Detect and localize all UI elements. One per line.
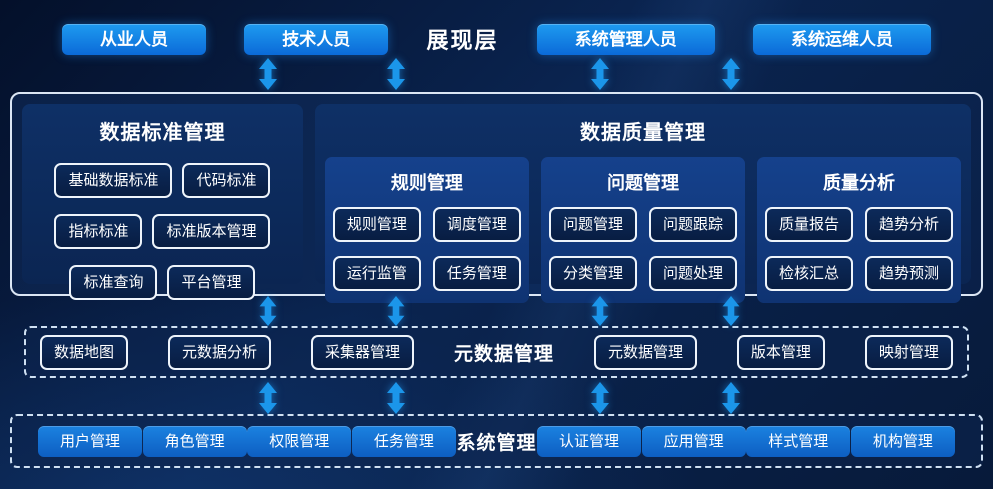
issue-management-group: 问题管理 问题管理 问题跟踪 分类管理 问题处理 bbox=[540, 157, 745, 303]
role-button-system-ops: 系统运维人员 bbox=[752, 23, 931, 55]
data-standards-title: 数据标准管理 bbox=[99, 122, 226, 144]
metadata-item: 映射管理 bbox=[864, 334, 953, 370]
system-item: 认证管理 bbox=[537, 425, 642, 457]
rule-management-group: 规则管理 规则管理 调度管理 运行监管 任务管理 bbox=[324, 157, 529, 303]
double-arrow-icon bbox=[386, 382, 406, 419]
issue-management-title: 问题管理 bbox=[606, 173, 679, 193]
double-arrow-icon bbox=[721, 382, 741, 419]
metadata-layer-title: 元数据管理 bbox=[453, 343, 554, 365]
data-quality-groups: 规则管理 规则管理 调度管理 运行监管 任务管理 问题管理 问题管理 问题跟踪 … bbox=[315, 157, 971, 315]
system-item: 样式管理 bbox=[746, 425, 851, 457]
quality-item: 问题管理 bbox=[548, 207, 637, 242]
standards-item: 标准查询 bbox=[69, 265, 158, 300]
quality-item: 问题处理 bbox=[648, 256, 737, 291]
double-arrow-icon bbox=[386, 58, 406, 95]
standards-item: 平台管理 bbox=[167, 265, 256, 300]
quality-item: 调度管理 bbox=[432, 207, 521, 242]
metadata-item: 数据地图 bbox=[40, 334, 129, 370]
quality-item: 质量报告 bbox=[764, 207, 853, 242]
rule-management-title: 规则管理 bbox=[390, 173, 463, 193]
metadata-item: 元数据分析 bbox=[167, 334, 271, 370]
double-arrow-icon bbox=[721, 58, 741, 95]
quality-analysis-group: 质量分析 质量报告 趋势分析 检核汇总 趋势预测 bbox=[756, 157, 961, 303]
standards-item: 代码标准 bbox=[182, 163, 271, 198]
system-item: 权限管理 bbox=[247, 425, 352, 457]
data-quality-title: 数据质量管理 bbox=[579, 122, 706, 144]
system-item: 任务管理 bbox=[351, 425, 456, 457]
presentation-layer-row: 从业人员 技术人员 展现层 系统管理人员 系统运维人员 bbox=[0, 22, 993, 56]
role-button-system-admins: 系统管理人员 bbox=[536, 23, 715, 55]
metadata-layer-row: 数据地图 元数据分析 采集器管理 元数据管理 元数据管理 版本管理 映射管理 bbox=[24, 326, 969, 378]
quality-item: 规则管理 bbox=[332, 207, 421, 242]
quality-item: 分类管理 bbox=[548, 256, 637, 291]
standards-item: 指标标准 bbox=[54, 214, 143, 249]
metadata-item: 版本管理 bbox=[736, 334, 825, 370]
application-layer-panel: 数据标准管理 基础数据标准 代码标准 指标标准 标准版本管理 标准查询 平台管理… bbox=[10, 92, 983, 303]
role-button-technicians: 技术人员 bbox=[244, 23, 389, 55]
quality-item: 运行监管 bbox=[332, 256, 421, 291]
double-arrow-icon bbox=[590, 58, 610, 95]
standards-item: 基础数据标准 bbox=[54, 163, 173, 198]
quality-item: 问题跟踪 bbox=[648, 207, 737, 242]
issue-management-items: 问题管理 问题跟踪 分类管理 问题处理 bbox=[548, 207, 737, 291]
quality-item: 检核汇总 bbox=[764, 256, 853, 291]
role-button-practitioners: 从业人员 bbox=[62, 23, 206, 55]
quality-analysis-title: 质量分析 bbox=[822, 173, 895, 193]
double-arrow-icon bbox=[258, 296, 278, 331]
metadata-item: 元数据管理 bbox=[593, 334, 697, 370]
system-item: 角色管理 bbox=[142, 425, 247, 457]
standards-item: 标准版本管理 bbox=[152, 214, 271, 249]
system-item: 用户管理 bbox=[38, 425, 143, 457]
quality-analysis-items: 质量报告 趋势分析 检核汇总 趋势预测 bbox=[764, 207, 953, 291]
data-standards-items: 基础数据标准 代码标准 指标标准 标准版本管理 标准查询 平台管理 bbox=[22, 157, 303, 300]
system-item: 应用管理 bbox=[641, 425, 746, 457]
data-standards-section: 数据标准管理 基础数据标准 代码标准 指标标准 标准版本管理 标准查询 平台管理 bbox=[22, 104, 303, 300]
arrow-row-top bbox=[0, 56, 993, 92]
double-arrow-icon bbox=[258, 382, 278, 419]
arrow-row-bottom bbox=[0, 378, 993, 414]
quality-item: 趋势分析 bbox=[864, 207, 953, 242]
presentation-layer-title: 展现层 bbox=[426, 28, 499, 53]
double-arrow-icon bbox=[386, 296, 406, 331]
rule-management-items: 规则管理 调度管理 运行监管 任务管理 bbox=[332, 207, 521, 291]
system-item: 机构管理 bbox=[850, 425, 955, 457]
double-arrow-icon bbox=[721, 296, 741, 331]
quality-item: 趋势预测 bbox=[864, 256, 953, 291]
double-arrow-icon bbox=[590, 296, 610, 331]
system-layer-title: 系统管理 bbox=[456, 432, 537, 454]
data-quality-section: 数据质量管理 规则管理 规则管理 调度管理 运行监管 任务管理 问题管理 问题管… bbox=[314, 104, 971, 303]
metadata-item: 采集器管理 bbox=[310, 334, 414, 370]
double-arrow-icon bbox=[258, 58, 278, 95]
system-layer-row: 用户管理 角色管理 权限管理 任务管理 系统管理 认证管理 应用管理 样式管理 … bbox=[10, 414, 983, 468]
arrow-row-middle bbox=[0, 296, 993, 326]
double-arrow-icon bbox=[590, 382, 610, 419]
quality-item: 任务管理 bbox=[432, 256, 521, 291]
